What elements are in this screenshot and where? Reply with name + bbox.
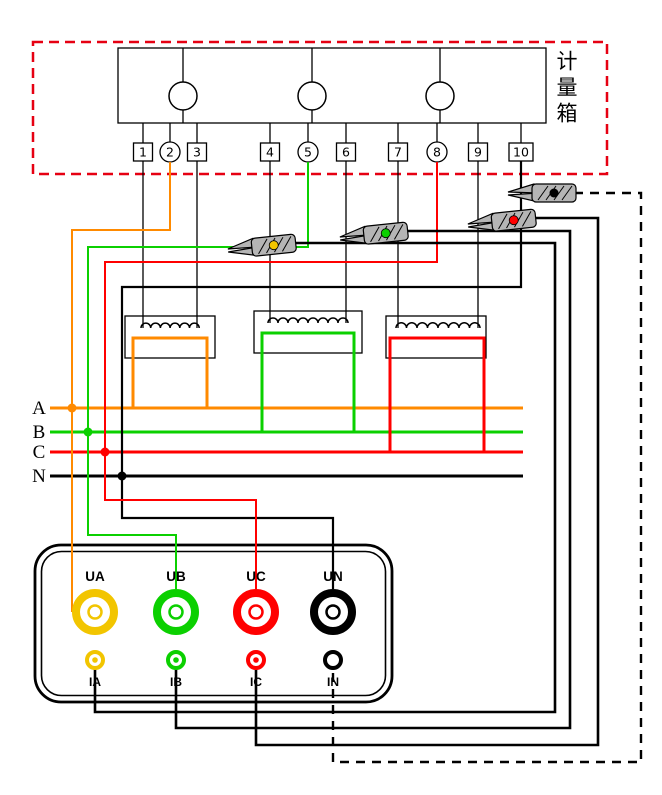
ua-label: UA — [85, 569, 105, 584]
transformers — [124, 310, 487, 359]
phase-a-ct-loop — [131, 336, 209, 408]
terminal-strip: 1 2 3 4 5 6 7 8 9 10 — [132, 141, 534, 163]
terminal-8-number: 8 — [433, 145, 441, 160]
terminal-9-number: 9 — [474, 145, 482, 160]
phase-b-ct-loop — [260, 331, 356, 432]
ua-jack-inner — [87, 604, 103, 620]
in-jack — [323, 650, 343, 670]
wire-clip-c-to-ic — [254, 216, 600, 747]
meter-element-c — [425, 81, 455, 111]
wire-phase-b-voltage — [87, 162, 309, 589]
meter-element-b — [297, 81, 327, 111]
transformer-a-coil — [140, 322, 200, 329]
meter-element-a — [168, 81, 198, 111]
terminal-4-number: 4 — [266, 145, 274, 160]
junction-dot-c — [100, 447, 110, 457]
terminal-7-number: 7 — [394, 145, 402, 160]
junction-dot-n — [117, 471, 127, 481]
bus-bars: A B C N — [32, 331, 523, 487]
neutral-label: N — [32, 466, 46, 487]
uc-label: UC — [246, 569, 266, 584]
metering-box-label: 计量箱 — [554, 50, 578, 128]
ct-secondary-leads — [142, 161, 479, 328]
terminal-2-number: 2 — [166, 145, 174, 160]
metering-box: 1 2 3 4 5 6 7 8 9 10 — [31, 40, 609, 176]
transformer-c-box — [385, 315, 487, 359]
uc-jack-inner — [248, 604, 264, 620]
phase-c-ct-loop — [388, 336, 486, 452]
transformer-b-coil — [267, 317, 349, 324]
ia-jack-pin — [92, 657, 98, 663]
terminal-stems — [142, 123, 522, 143]
transformer-c-coil — [395, 322, 481, 329]
un-label: UN — [323, 569, 343, 584]
wire-phase-c-voltage — [104, 162, 438, 589]
junction-dot-b — [83, 427, 93, 437]
ua-jack — [72, 589, 118, 635]
terminal-10-number: 10 — [513, 145, 529, 160]
meter-element-circles — [168, 48, 455, 123]
wire-neutral-terminal10-to-un — [120, 161, 523, 589]
ic-label: IC — [250, 675, 262, 689]
wire-clip-a-to-ia — [93, 241, 557, 714]
junction-dot-a — [67, 403, 77, 413]
clip-black — [507, 183, 577, 203]
un-jack — [310, 589, 356, 635]
calibrator-device — [33, 543, 394, 704]
phase-b-label: B — [33, 422, 46, 443]
ub-jack-inner — [168, 604, 184, 620]
clip-red — [466, 208, 538, 235]
terminal-1-number: 1 — [139, 145, 147, 160]
clip-green-dot-icon — [380, 228, 391, 239]
clip-red-dot-icon — [508, 215, 519, 226]
terminal-5-number: 5 — [304, 145, 312, 160]
ia-label: IA — [89, 675, 101, 689]
ic-jack-pin — [253, 657, 259, 663]
terminal-3-number: 3 — [193, 145, 201, 160]
terminal-6-number: 6 — [342, 145, 350, 160]
clip-yellow-dot-icon — [268, 240, 279, 251]
wiring — [71, 161, 643, 764]
metering-box-dashed-border — [31, 40, 609, 176]
wire-phase-a-voltage — [71, 162, 171, 612]
device-outer-border — [33, 543, 394, 704]
ub-label: UB — [166, 569, 186, 584]
uc-jack — [233, 589, 279, 635]
test-clips — [226, 183, 577, 260]
junction-dots — [67, 403, 127, 481]
phase-a-label: A — [32, 398, 46, 419]
ub-jack — [153, 589, 199, 635]
phase-c-label: C — [33, 442, 46, 463]
ib-label: IB — [170, 675, 182, 689]
device-jacks: UA UB UC UN IA IB IC IN — [72, 569, 356, 689]
device-inner-border — [40, 550, 387, 697]
clip-green — [338, 221, 410, 248]
clip-yellow — [226, 233, 298, 260]
wire-clip-b-to-ib — [174, 229, 572, 730]
transformer-b-box — [253, 310, 363, 354]
clip-black-dot-icon — [549, 188, 559, 198]
in-label: IN — [327, 675, 339, 689]
ib-jack-pin — [173, 657, 179, 663]
transformer-a-box — [124, 315, 216, 359]
un-jack-inner — [325, 604, 341, 620]
